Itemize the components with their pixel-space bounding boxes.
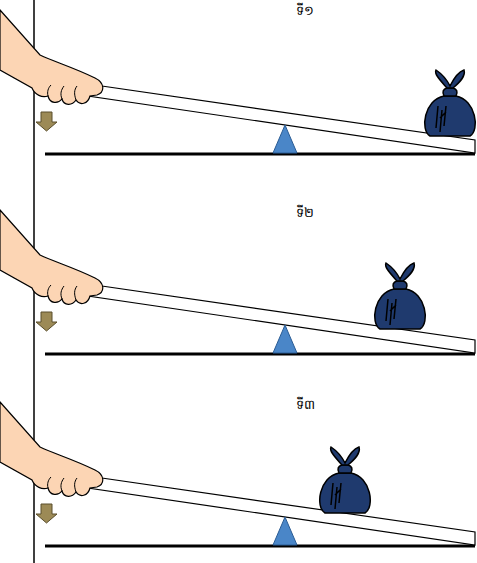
- load-bag: [425, 70, 476, 136]
- panel-label: ទី៣: [296, 396, 315, 415]
- lever-board: [45, 476, 475, 546]
- panel-label: ទី១: [296, 2, 314, 21]
- force-arrow: [36, 312, 57, 331]
- force-arrow: [36, 112, 57, 131]
- panel-label: ទី២: [296, 204, 314, 223]
- force-arrow: [36, 504, 57, 523]
- lever-panel: [0, 10, 475, 154]
- load-bag: [320, 447, 371, 513]
- pressing-hand: [0, 10, 103, 104]
- lever-panel: [0, 402, 475, 546]
- pressing-hand: [0, 210, 103, 304]
- load-bag: [375, 263, 426, 329]
- pressing-hand: [0, 402, 103, 496]
- lever-panel: [0, 210, 475, 354]
- lever-board: [45, 84, 475, 154]
